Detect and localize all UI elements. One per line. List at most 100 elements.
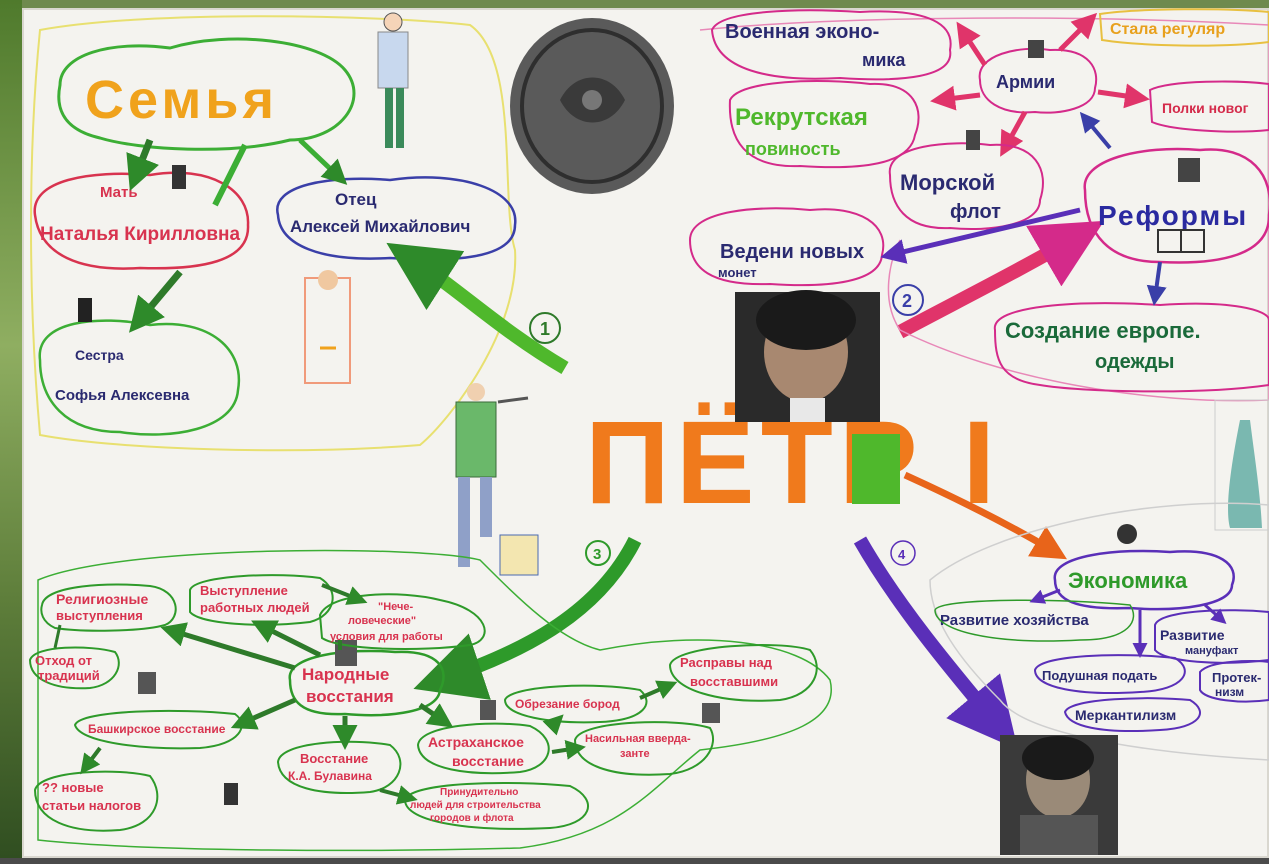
astrakhan-line2: восстание [452, 753, 524, 769]
regular-label: Стала регуляр [1110, 21, 1225, 38]
new-regiments-label: Полки новог [1162, 100, 1249, 116]
arrow-reforms-army [1079, 111, 1112, 150]
beards-cloud [503, 684, 648, 724]
coins-line1: Ведени новых [720, 241, 864, 263]
new-regiments-cloud [1148, 80, 1269, 133]
poster-sheet: Семья Мать Наталья Кирилловна Отец Алекс… [22, 8, 1269, 858]
arrow-reforms-coins [880, 207, 1081, 264]
army-cloud [978, 47, 1098, 114]
performance-line1: Выступление [200, 583, 288, 598]
arrow-to-economy [903, 471, 1068, 560]
sister-label: Сестра [75, 347, 124, 363]
arrow-to-family [386, 242, 569, 375]
war-economy-cloud [710, 9, 952, 81]
astrakhan-cloud [416, 722, 550, 775]
number-2: 2 [902, 291, 912, 311]
arrow-up-astrakhan [418, 702, 454, 728]
mercantile-label: Меркантилизм [1075, 707, 1176, 723]
tradition-line1: Отход от [35, 653, 92, 668]
portrait-peter-armor [1000, 735, 1118, 855]
sister-name: Софья Алексевна [55, 387, 190, 404]
arrow-army-new [1097, 83, 1150, 109]
arrow-family-mother [126, 138, 159, 192]
clothes-line1: Создание европе. [1005, 318, 1201, 343]
arrow-up-bashkir [230, 697, 296, 730]
taxes-line1: ?? новые [42, 780, 104, 795]
mother-name: Наталья Кирилловна [40, 224, 240, 245]
taxes-line2: статьи налогов [42, 798, 141, 813]
bulavin-line1: Восстание [300, 751, 368, 766]
inhuman-cloud [318, 593, 486, 651]
arrow-bashkir-taxes [80, 746, 102, 775]
recruit-line1: Рекрутская [735, 104, 868, 131]
arrow-mother-sister [128, 269, 183, 333]
arrow-economy-manufact [1204, 603, 1227, 624]
mind-map: Семья Мать Наталья Кирилловна Отец Алекс… [28, 8, 1269, 855]
arrow-astr-beards [542, 714, 564, 736]
religious-line1: Религиозные [56, 591, 148, 607]
uprisings-center-line1: Народные [302, 665, 389, 684]
household-outline [934, 599, 1135, 642]
book-icon [1157, 229, 1205, 253]
bulavin-cloud [276, 740, 402, 794]
reprisal-line2: восставшими [690, 674, 778, 689]
manufact-line2: мануфакт [1185, 645, 1239, 657]
clothes-cloud [993, 302, 1269, 393]
sister-cloud [38, 319, 241, 436]
photo-marker [1117, 524, 1137, 544]
forced-cloud [403, 781, 589, 830]
photo-marker [1178, 158, 1200, 182]
reprisal-cloud [668, 644, 818, 702]
arrow-to-reforms [896, 220, 1105, 339]
uprisings-region [37, 549, 832, 852]
background-strip [0, 0, 22, 864]
number-1-circle [529, 312, 561, 344]
arrow-beards-reprisal [639, 680, 678, 700]
arrow-army-navy [1000, 110, 1028, 157]
protect-line2: низм [1215, 685, 1244, 699]
violent-line2: занте [620, 748, 650, 760]
bashkir-label: Башкирское восстание [88, 722, 226, 736]
regular-cloud [1098, 8, 1269, 47]
photo-marker [78, 298, 92, 322]
arrow-army-regular [1058, 12, 1098, 52]
arrow-reforms-clothes [1146, 261, 1167, 306]
arrow-astr-violent [551, 739, 586, 760]
center-title-accent [852, 434, 900, 504]
photo-marker [138, 672, 156, 694]
army-label: Армии [996, 72, 1055, 92]
arrow-to-portrait [853, 536, 1018, 750]
arrow-up-performance [251, 620, 322, 658]
beards-label: Обрезание бород [515, 697, 620, 711]
astrakhan-line1: Астраханское [428, 734, 524, 750]
photo-marker [702, 703, 720, 723]
violent-cloud [573, 721, 715, 776]
reforms-title: Реформы [1098, 200, 1248, 231]
violent-line1: Насильная вверда- [585, 733, 691, 745]
inhuman-line3: условия для работы [330, 631, 443, 643]
inhuman-line1: "Нече- [378, 601, 414, 613]
economy-title: Экономика [1068, 568, 1188, 593]
arrow-economy-household [1029, 588, 1061, 604]
frame-border [0, 858, 1269, 864]
taxes-cloud [33, 770, 159, 832]
father-label: Отец [335, 190, 377, 209]
figure-sketch [304, 270, 351, 384]
mercantile-cloud [1063, 697, 1201, 733]
arrow-family-father [298, 138, 348, 185]
arrow-army-war [956, 21, 988, 67]
performance-line2: работных людей [200, 600, 310, 615]
figure-sketch [1214, 399, 1269, 531]
photo-marker [966, 130, 980, 150]
uprisings-center-line2: восстания [306, 687, 394, 706]
economy-region [929, 502, 1269, 761]
photo-marker [480, 700, 496, 720]
protect-cloud [1199, 660, 1269, 703]
religious-line2: выступления [56, 608, 143, 623]
clothes-line2: одежды [1095, 351, 1174, 373]
number-1: 1 [540, 319, 550, 339]
mother-label: Мать [100, 184, 138, 201]
arrow-army-recruit [930, 85, 981, 111]
economy-cloud [1053, 549, 1235, 611]
figure-sketch [377, 12, 409, 148]
